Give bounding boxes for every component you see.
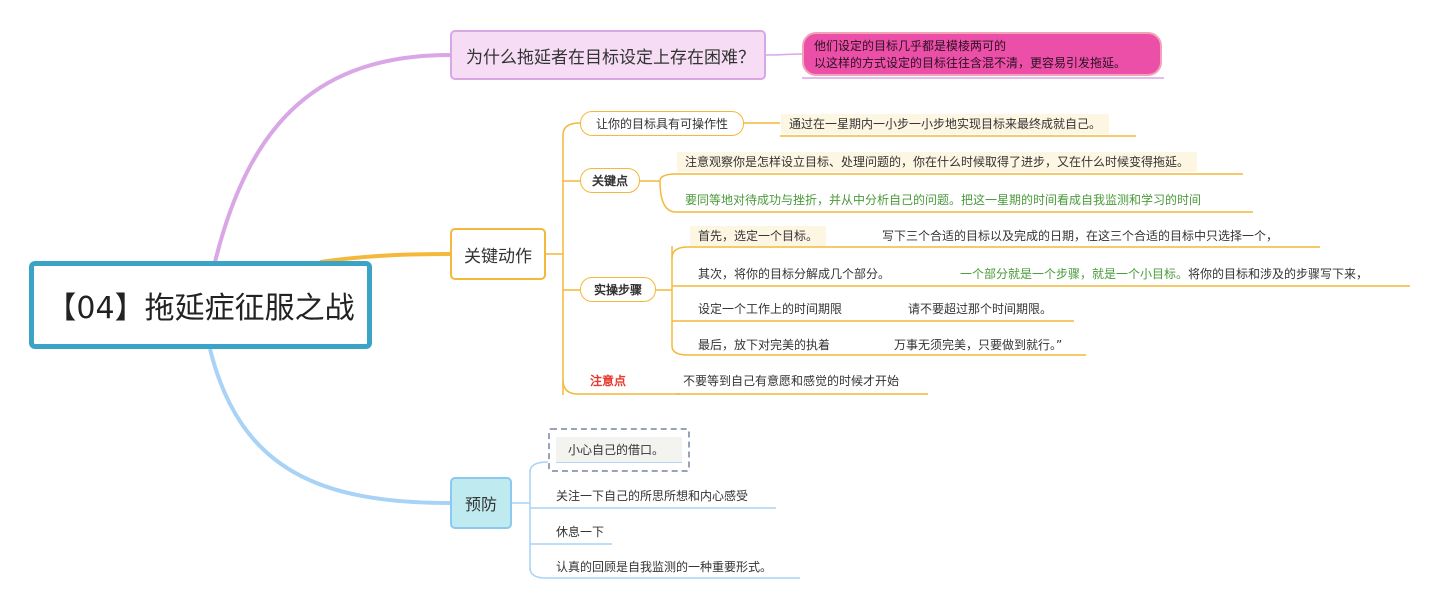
step-4-detail[interactable]: 万事无须完美，只要做到就行。”	[894, 338, 1063, 352]
step-2-detail-rest: 将你的目标和涉及的步骤写下来，	[1188, 267, 1369, 281]
link-root-prevent	[208, 348, 451, 505]
link-why-callout	[765, 53, 803, 56]
link-root-actions	[319, 252, 451, 264]
caution-detail[interactable]: 不要等到自己有意愿和感觉的时候才开始	[683, 374, 900, 388]
root-topic[interactable]: 【04】拖延症征服之战	[29, 261, 372, 349]
step-2-detail[interactable]: 一个部分就是一个步骤，就是一个小目标。将你的目标和涉及的步骤写下来，	[960, 264, 1368, 284]
step-2[interactable]: 其次，将你的目标分解成几个部分。	[698, 267, 891, 281]
branch-key-actions[interactable]: 关键动作	[450, 228, 546, 280]
topic-caution[interactable]: 注意点	[590, 374, 627, 388]
why-callout-note[interactable]: 他们设定的目标几乎都是模棱两可的 以这样的方式设定的目标往往含混不清，更容易引发…	[802, 32, 1162, 76]
branch-prevention[interactable]: 预防	[450, 477, 512, 529]
step-1[interactable]: 首先，选定一个目标。	[690, 226, 827, 246]
step-4[interactable]: 最后，放下对完美的执着	[698, 338, 831, 352]
step-2-detail-green: 一个部分就是一个步骤，就是一个小目标。	[960, 267, 1189, 281]
key-point-2[interactable]: 要同等地对待成功与挫折，并从中分析自己的问题。把这一星期的时间看成自我监测和学习…	[685, 193, 1202, 207]
topic-operable-goal[interactable]: 让你的目标具有可操作性	[580, 111, 744, 136]
link-root-why	[213, 53, 451, 263]
prevent-item-3[interactable]: 休息一下	[556, 525, 605, 539]
operable-detail[interactable]: 通过在一星期内一小步一小步地实现目标来最终成就自己。	[781, 114, 1110, 134]
step-3[interactable]: 设定一个工作上的时间期限	[698, 302, 843, 316]
step-1-detail[interactable]: 写下三个合适的目标以及完成的日期，在这三个合适的目标中只选择一个，	[882, 229, 1279, 243]
topic-key-points[interactable]: 关键点	[580, 168, 640, 193]
topic-action-steps[interactable]: 实操步骤	[580, 277, 656, 302]
prevent-item-2[interactable]: 关注一下自己的所思所想和内心感受	[556, 489, 749, 503]
key-point-1[interactable]: 注意观察你是怎样设立目标、处理问题的，你在什么时候取得了进步，又在什么时候变得拖…	[677, 152, 1198, 172]
prevent-item-4[interactable]: 认真的回顾是自我监测的一种重要形式。	[556, 560, 773, 574]
callout-line-2: 以这样的方式设定的目标往往含混不清，更容易引发拖延。	[814, 56, 1127, 70]
step-3-detail[interactable]: 请不要超过那个时间期限。	[908, 302, 1053, 316]
callout-line-1: 他们设定的目标几乎都是模棱两可的	[814, 39, 1007, 53]
prevent-item-1[interactable]: 小心自己的借口。	[556, 437, 682, 463]
branch-why-difficult[interactable]: 为什么拖延者在目标设定上存在困难？	[450, 30, 766, 80]
